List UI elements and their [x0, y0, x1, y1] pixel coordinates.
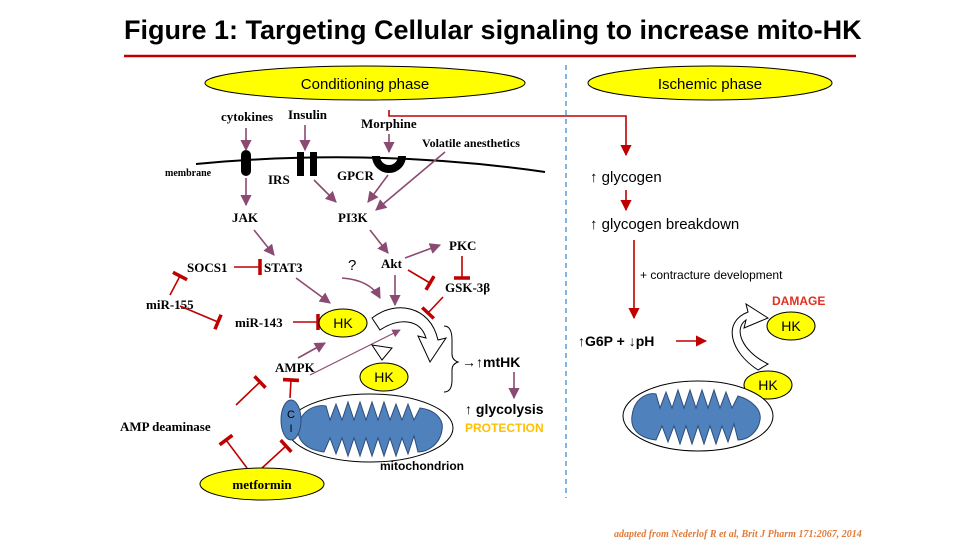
arrow-question-hk — [341, 277, 381, 299]
gpcr-receptor — [372, 156, 406, 173]
inhibit-ci-ampk — [282, 377, 300, 399]
complex-i — [280, 399, 302, 441]
glycolysis-label: ↑ glycolysis — [465, 401, 544, 417]
metformin-label: metformin — [232, 477, 292, 492]
arrow-ampk-mito — [309, 329, 401, 376]
metformin-ellipse — [199, 467, 325, 501]
hk-translocation-arrow — [371, 307, 448, 364]
gpcr-label: GPCR — [337, 168, 374, 183]
ischemic-phase-ellipse — [587, 65, 833, 101]
arrow-pi3k-akt — [369, 229, 389, 254]
cytokines-label: cytokines — [221, 109, 273, 124]
arrow-volatile-pi3k — [375, 151, 446, 211]
damage-label: DAMAGE — [772, 294, 825, 308]
insulin-label: Insulin — [288, 107, 328, 122]
inhibit-akt-gsk3b — [407, 269, 436, 291]
inhibit-mir155-mir143 — [179, 305, 223, 331]
arrow-akt-pkc — [404, 243, 442, 259]
irs-receptor-right — [310, 152, 317, 176]
mir143-label: miR-143 — [235, 315, 283, 330]
hk-ellipse-bottom — [359, 362, 409, 392]
morphine-label: Morphine — [361, 116, 417, 131]
stat3-label: STAT3 — [264, 260, 303, 275]
inhibit-metformin-ampdeaminase — [218, 433, 248, 469]
pi3k-label: PI3K — [338, 210, 369, 225]
hk-label-bottom: HK — [374, 369, 394, 385]
ampk-label: AMPK — [275, 360, 316, 375]
mthk-label: →↑mtHK — [462, 354, 520, 370]
arrow-irs-pi3k — [313, 179, 337, 203]
conditioning-phase-ellipse — [204, 65, 526, 101]
protection-label: PROTECTION — [465, 421, 544, 435]
ischemic-hk-label-top: HK — [781, 318, 801, 334]
mitochondrion-label: mitochondrion — [380, 459, 464, 473]
volatile-anesthetics-label: Volatile anesthetics — [422, 136, 520, 150]
membrane-line — [195, 156, 546, 173]
hk-ellipse-top — [318, 308, 368, 338]
gsk3b-label: GSK-3β — [445, 280, 490, 295]
jak-label: JAK — [232, 210, 259, 225]
inhibit-mir155-socs1 — [169, 270, 188, 296]
socs1-label: SOCS1 — [187, 260, 227, 275]
glycogen-label: ↑ glycogen — [590, 169, 662, 186]
ischemic-hk-label-bottom: HK — [758, 377, 778, 393]
glycogen-breakdown-label: ↑ glycogen breakdown — [590, 216, 739, 233]
arrow-ampk-hk — [297, 342, 326, 359]
cytokine-receptor — [241, 150, 251, 176]
membrane-label: membrane — [165, 168, 212, 179]
g6p-ph-label: ↑G6P + ↓pH — [578, 333, 654, 349]
ischemic-hk-ellipse-top — [766, 311, 816, 341]
irs-receptor-left — [297, 152, 304, 176]
brace — [443, 325, 460, 393]
arrow-gpcr-pi3k — [367, 174, 389, 203]
inhibit-gsk3b-mito — [420, 296, 444, 320]
hk-label-top: HK — [333, 315, 353, 331]
question-mark: ? — [348, 257, 356, 274]
ischemic-hk-release-arrow — [731, 302, 770, 371]
inhibit-ampdeaminase-ampk — [235, 375, 267, 406]
figure-title: Figure 1: Targeting Cellular signaling t… — [124, 15, 862, 45]
ischemic-hk-ellipse-bottom — [743, 370, 793, 400]
mir155-label: miR-155 — [146, 297, 194, 312]
amp-deaminase-label: AMP deaminase — [120, 419, 211, 434]
irs-label: IRS — [268, 172, 290, 187]
arrow-stat3-hk — [295, 277, 331, 304]
hk-arrow-head — [370, 344, 393, 361]
citation: adapted from Nederlof R et al, Brit J Ph… — [614, 529, 862, 540]
ischemic-mitochondrion-inner — [631, 388, 761, 446]
arrow-jak-stat3 — [253, 229, 275, 256]
ischemic-phase-label: Ischemic phase — [658, 76, 762, 93]
complex-i-label-c: C — [287, 409, 295, 421]
conditioning-phase-label: Conditioning phase — [301, 76, 429, 93]
inhibit-metformin-ci — [261, 438, 293, 469]
mitochondrion-inner — [297, 400, 443, 458]
contracture-label: + contracture development — [640, 268, 783, 282]
akt-label: Akt — [381, 256, 403, 271]
arrow-to-glycogen — [388, 110, 632, 157]
complex-i-label-i: I — [289, 423, 292, 435]
pkc-label: PKC — [449, 238, 476, 253]
